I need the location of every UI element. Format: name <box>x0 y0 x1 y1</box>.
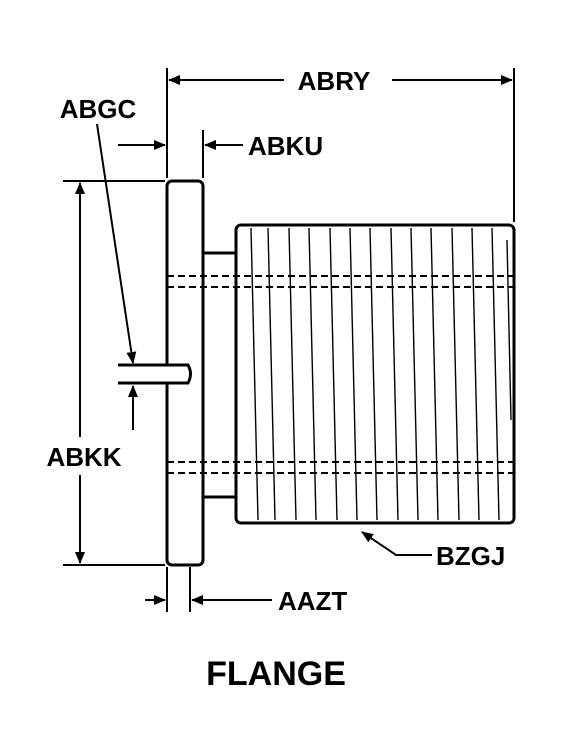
label-aazt: AAZT <box>278 586 347 616</box>
label-abry: ABRY <box>298 66 371 96</box>
label-bzgj: BZGJ <box>436 541 505 571</box>
dimension-aazt <box>145 567 272 612</box>
label-abkk: ABKK <box>46 442 121 472</box>
leader-bzgj <box>361 531 432 556</box>
dimension-abkk <box>63 180 165 566</box>
dimension-abry <box>166 68 515 222</box>
dimension-abgc <box>96 123 138 430</box>
hidden-bore-lines <box>167 275 514 474</box>
threaded-body <box>234 223 516 525</box>
flange-tab <box>118 363 192 385</box>
label-abku: ABKU <box>248 131 323 161</box>
label-abgc: ABGC <box>60 94 137 124</box>
figure-caption: FLANGE <box>206 655 346 693</box>
dimension-abku <box>118 130 243 178</box>
flange-hub <box>203 251 236 499</box>
